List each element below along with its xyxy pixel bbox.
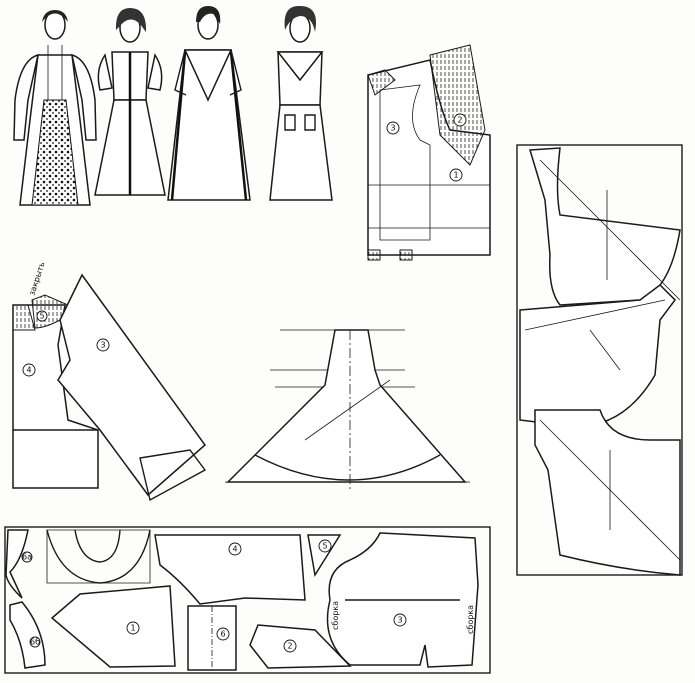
piece-number: 2 <box>457 116 462 125</box>
bodice-sleeve-pattern: 3 1 2 <box>367 44 491 261</box>
piece-number: 6а <box>22 553 32 562</box>
gather-note-left: сборка <box>331 601 340 630</box>
piece-number: 3 <box>100 341 105 350</box>
figure-2-peplum-dress <box>94 8 166 196</box>
piece-number: 1 <box>130 624 135 633</box>
piece-number: 1 <box>453 171 458 180</box>
figure-1-ruffled-dress <box>13 10 97 206</box>
piece-number: 4 <box>232 545 237 554</box>
bodice-sleeve-layout: 4 3 5 закрыть <box>12 261 207 502</box>
piece-number: 2 <box>287 642 292 651</box>
flared-piece-pattern <box>225 329 470 490</box>
piece-number: 4 <box>26 366 31 375</box>
piece-number: 5 <box>322 542 327 551</box>
piece-number: 3 <box>397 616 402 625</box>
piece-number: 6 <box>220 630 225 639</box>
gather-note-right: сборка <box>466 605 475 634</box>
piece-number: 3 <box>390 124 395 133</box>
piece-number: 6б <box>30 638 40 647</box>
figure-3-a-line-dress <box>167 6 251 201</box>
figure-4-sailor-collar-dress <box>269 5 333 201</box>
piece-number: 5 <box>39 312 44 321</box>
cutting-layout-right <box>516 144 683 576</box>
close-note: закрыть <box>27 261 46 297</box>
cutting-layout-bottom: 6а 6б 1 4 6 2 5 3 сборка сборка <box>4 526 491 674</box>
